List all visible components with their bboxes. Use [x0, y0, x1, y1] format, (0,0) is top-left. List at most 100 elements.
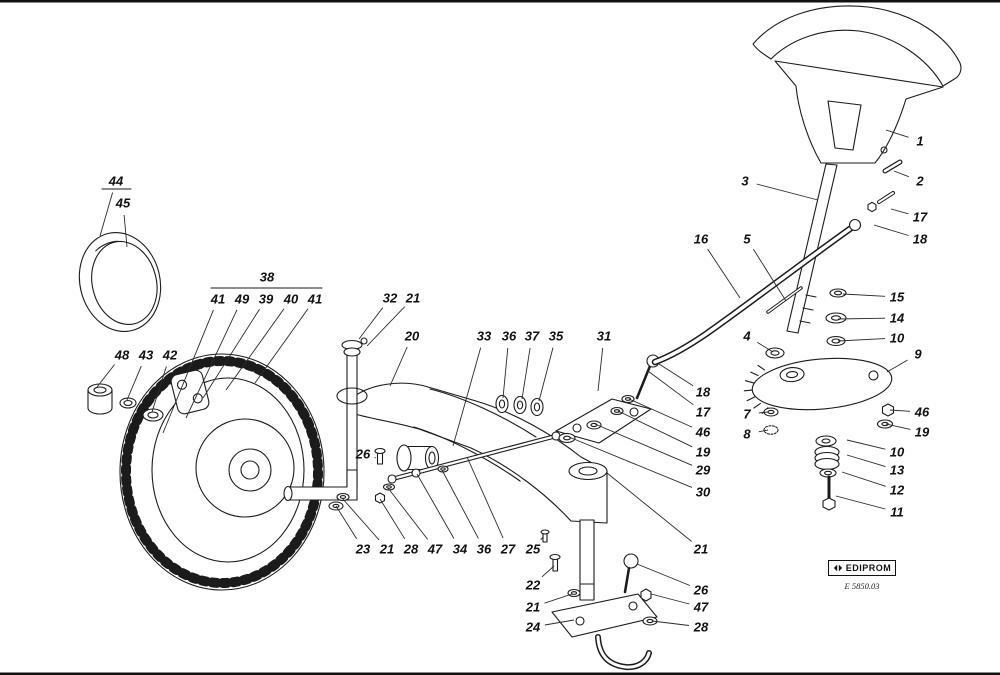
callout-8: 8	[743, 427, 751, 442]
callout-5: 5	[743, 232, 751, 247]
leader-line-16	[707, 248, 741, 299]
callout-26: 26	[355, 447, 371, 462]
tie-rod	[374, 431, 561, 504]
leader-line-19	[617, 410, 693, 448]
leader-line-31	[597, 347, 604, 392]
pivot-shaft	[567, 519, 595, 601]
callout-34: 34	[453, 542, 468, 557]
drawbar-hook	[595, 634, 652, 671]
page-top-rule	[0, 0, 1000, 3]
leader-line-47	[387, 487, 429, 540]
callout-29: 29	[695, 463, 711, 478]
steering-wheel	[752, 5, 962, 164]
callout-36: 36	[502, 329, 517, 344]
callout-39: 39	[259, 292, 274, 307]
callout-33: 33	[477, 329, 492, 344]
callout-10: 10	[890, 331, 905, 346]
leader-line-5	[753, 248, 787, 302]
publisher-block: EDIPROM E 5850.03	[822, 560, 902, 591]
leader-line-21	[341, 497, 380, 541]
hex-bolt-head	[822, 497, 836, 511]
callout-21: 21	[525, 600, 540, 615]
callout-23: 23	[355, 542, 371, 557]
drag-link	[651, 191, 895, 366]
leader-line-11	[835, 495, 886, 510]
callout-10: 10	[890, 445, 905, 460]
callout-3: 3	[741, 174, 749, 189]
callout-14: 14	[890, 311, 905, 326]
spindle-bushing	[396, 444, 440, 472]
callout-45: 45	[115, 196, 131, 211]
callout-43: 43	[138, 348, 154, 363]
leader-line-36	[502, 347, 509, 399]
leader-line-47	[650, 593, 690, 605]
callout-2: 2	[915, 174, 924, 189]
leader-line-19	[885, 423, 911, 430]
callout-46: 46	[695, 425, 711, 440]
callout-48: 48	[114, 348, 130, 363]
leader-line-2	[893, 170, 909, 178]
callout-1: 1	[916, 134, 923, 149]
leader-line-48	[96, 364, 115, 388]
leader-line-20	[389, 346, 408, 387]
callout-17: 17	[696, 405, 711, 420]
hitch-plate	[551, 593, 658, 638]
washer-part	[119, 397, 164, 422]
ediprom-logo-mark	[833, 564, 842, 572]
callout-28: 28	[693, 620, 709, 635]
small-bolt	[374, 447, 386, 465]
link-rod	[766, 286, 803, 314]
leader-line-30	[568, 436, 693, 488]
leader-line-46	[628, 398, 693, 428]
leader-line-37	[521, 347, 531, 400]
leader-line-10	[846, 439, 886, 450]
callout-28: 28	[403, 542, 419, 557]
leader-line-42	[151, 366, 167, 413]
hubcap	[78, 231, 162, 333]
callout-41: 41	[307, 292, 322, 307]
leader-line-24	[544, 619, 575, 626]
leader-line-10	[837, 338, 886, 342]
doc-ref-code: E 5850.03	[844, 581, 880, 591]
callout-40: 40	[283, 292, 299, 307]
callout-21: 21	[379, 542, 394, 557]
leader-line-8	[758, 429, 769, 433]
leader-line-40	[225, 308, 285, 391]
callout-20: 20	[404, 329, 420, 344]
callout-47: 47	[427, 542, 443, 557]
callout-15: 15	[890, 290, 905, 305]
ball-joint-link	[623, 553, 652, 602]
callout-26: 26	[693, 583, 709, 598]
bushing-part	[87, 383, 113, 415]
callout-32: 32	[383, 291, 398, 306]
leader-line-26	[374, 457, 377, 459]
sector-gear	[743, 357, 893, 414]
leader-line-46	[889, 409, 911, 412]
leader-line-15	[842, 293, 886, 297]
callout-37: 37	[525, 329, 540, 344]
shaft-washers	[765, 288, 847, 359]
leader-line-9	[886, 359, 908, 373]
leader-line-28	[651, 620, 690, 626]
callout-16: 16	[694, 232, 709, 247]
callout-18: 18	[913, 232, 928, 247]
ediprom-logo: EDIPROM	[827, 560, 897, 576]
left-spindle	[283, 337, 368, 511]
leader-line-41	[162, 309, 214, 434]
leader-line-41	[254, 308, 309, 384]
leader-line-25	[540, 536, 544, 541]
leader-line-44	[99, 192, 114, 237]
callout-42: 42	[162, 348, 178, 363]
callout-17: 17	[913, 210, 928, 225]
callout-21: 21	[693, 542, 708, 557]
callout-18: 18	[696, 385, 711, 400]
leader-line-21	[544, 593, 573, 604]
leader-line-34	[416, 473, 455, 539]
callout-30: 30	[696, 485, 711, 500]
callout-25: 25	[525, 542, 541, 557]
leader-line-7	[758, 411, 769, 414]
callout-21: 21	[405, 291, 420, 306]
leader-line-23	[335, 505, 357, 540]
